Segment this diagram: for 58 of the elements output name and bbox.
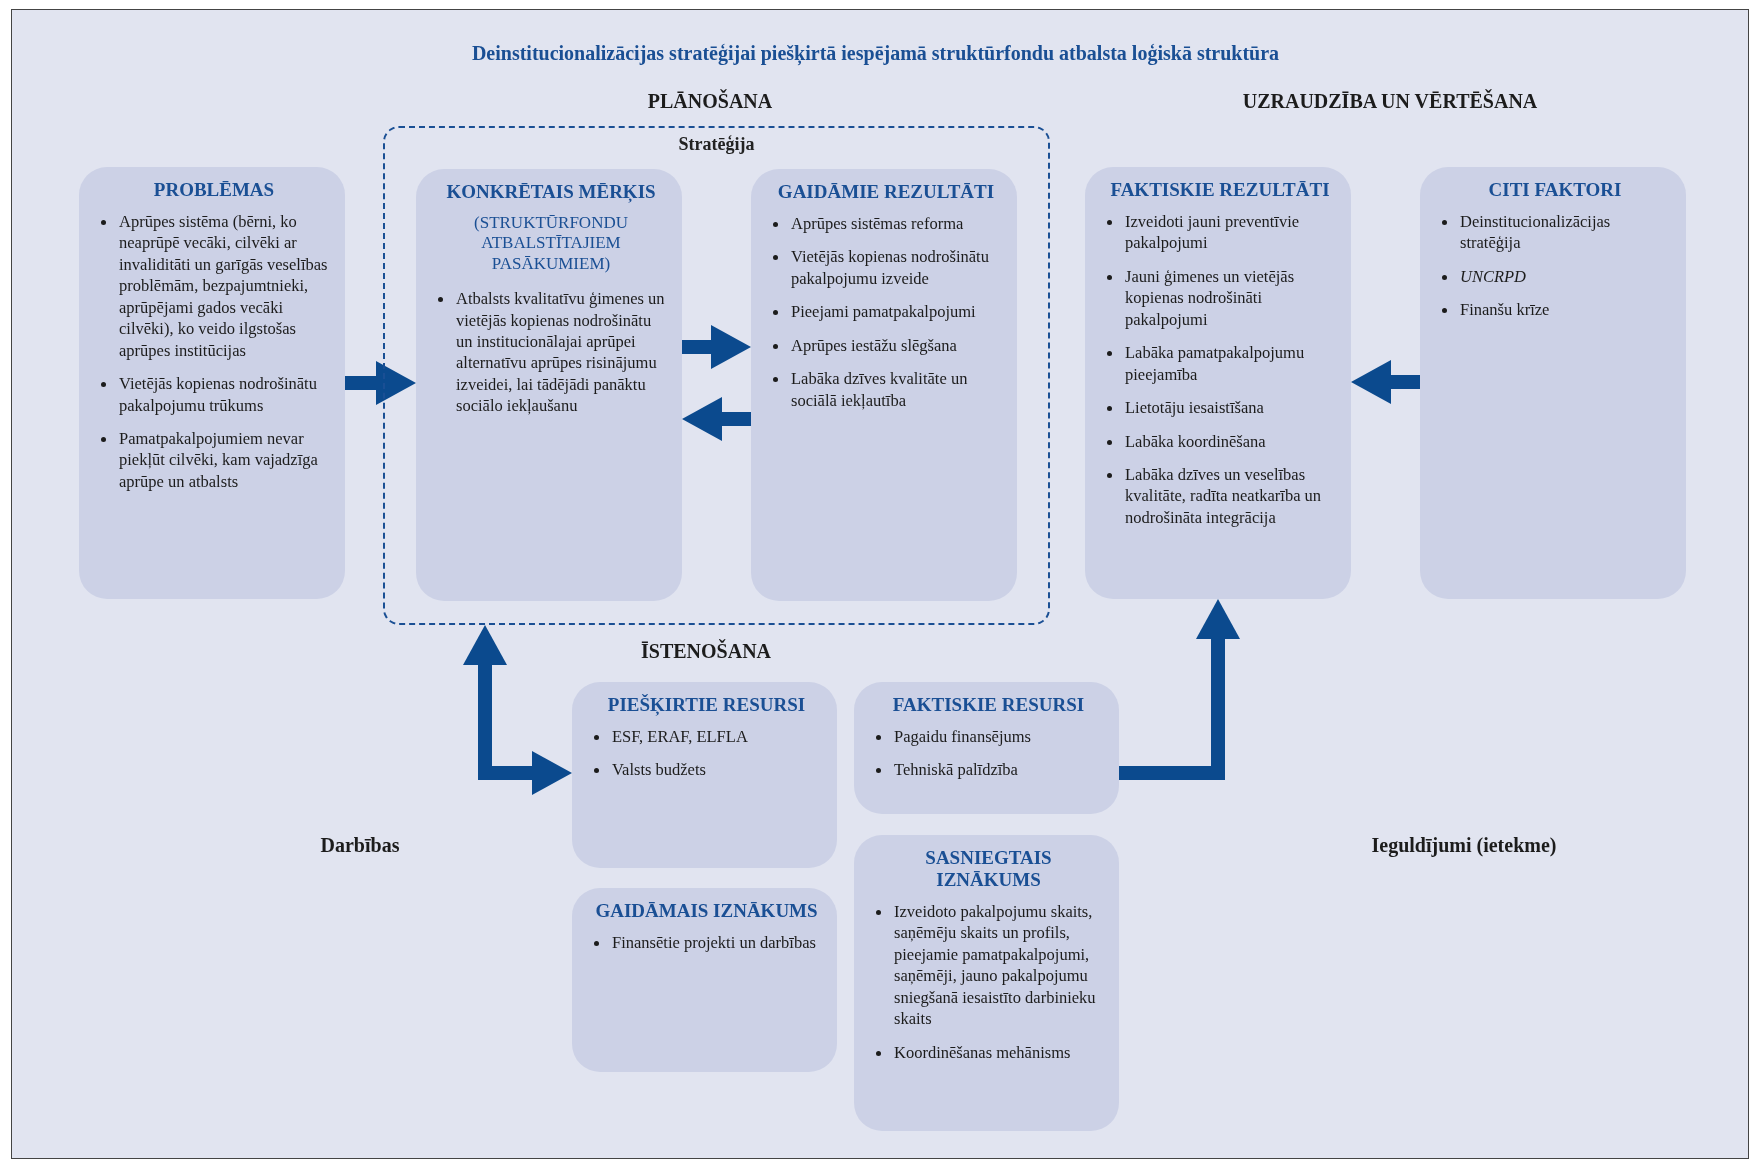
box-heading: FAKTISKIE REZULTĀTI [1109, 179, 1331, 201]
bullet-item: Deinstitucionalizācijas stratēģija [1438, 211, 1672, 254]
bullet-item: Finansētie projekti un darbības [590, 932, 823, 954]
bullet-item: Pamatpakalpojumiem nevar piekļūt cilvēki, kam vajadzīga aprūpe un atbalsts [97, 427, 331, 493]
bullet-item: Labāka koordinēšana [1103, 430, 1337, 452]
box-heading: KONKRĒTAIS MĒRĶIS [445, 181, 657, 203]
box-heading: CITI FAKTORI [1487, 179, 1623, 201]
section-label: Darbības [320, 834, 400, 857]
box-heading: GAIDĀMAIS IZNĀKUMS [594, 900, 819, 922]
box-heading: PROBLĒMAS [152, 179, 276, 201]
bullet-item: Finanšu krīze [1438, 299, 1672, 321]
bullet-item: Pagaidu finansējums [872, 726, 1105, 748]
bullet-item: Lietotāju iesaistīšana [1103, 397, 1337, 419]
rounded-box [751, 169, 1017, 601]
block-arrow [682, 325, 751, 369]
bullet-item: Jauni ģimenes un vietējās kopienas nodrošināti pakalpojumi [1103, 265, 1337, 331]
bullet-item: Aprūpes iestāžu slēgšana [769, 334, 1003, 357]
bullet-item: UNCRPD [1438, 265, 1672, 288]
block-arrow [345, 361, 416, 405]
block-arrow [1119, 599, 1240, 780]
box-subheading: (STRUKTŪRFONDU ATBALSTĪTAJIEM PASĀKUMIEM) [473, 213, 629, 275]
section-label: Ieguldījumi (ietekme) [1371, 834, 1557, 857]
bullet-item: Izveidoti jauni preventīvie pakalpojumi [1103, 211, 1337, 254]
box-heading: SASNIEGTAIS IZNĀKUMS [924, 847, 1053, 891]
bullet-item: ESF, ERAF, ELFLA [590, 726, 823, 748]
bullet-item: Atbalsts kvalitatīvu ģimenes un vietējās kopienas nodrošinātu un institucionālajai aprūpei alternatīvu aprūpes risinājumu izveidei, lai tādējādi panāktu sociālo iekļaušanu [434, 288, 668, 417]
bullet-item: Pieejami pamatpakalpojumi [769, 301, 1003, 323]
bullet-item: Vietējās kopienas nodrošinātu pakalpojumu izveide [769, 246, 1003, 290]
block-arrow [463, 625, 572, 795]
bullet-item: Valsts budžets [590, 759, 823, 781]
group-heading: Stratēģija [678, 134, 755, 155]
rounded-box [79, 167, 345, 599]
bullet-item: Koordinēšanas mehānisms [872, 1041, 1105, 1064]
bullet-item: Tehniskā palīdzība [872, 759, 1105, 781]
section-label: PLĀNOŠANA [647, 90, 773, 113]
box-heading: GAIDĀMIE REZULTĀTI [776, 181, 996, 203]
rounded-box [854, 682, 1119, 814]
bullet-item: Labāka dzīves kvalitāte un sociālā iekļautība [769, 368, 1003, 412]
bullet-item: Izveidoto pakalpojumu skaits, saņēmēju skaits un profils, pieejamie pamatpakalpojumi, saņēmēji, jauno pakalpojumu sniegšanā iesaistīto darbinieku skaits [872, 901, 1105, 1030]
bullet-item: Labāka pamatpakalpojumu pieejamība [1103, 342, 1337, 386]
dashed-group-frame [383, 126, 1050, 625]
rounded-box [1085, 167, 1351, 599]
section-label: ĪSTENOŠANA [641, 640, 771, 663]
rounded-box [572, 888, 837, 1072]
rounded-box [854, 835, 1119, 1131]
bullet-item: Labāka dzīves un veselības kvalitāte, radīta neatkarība un nodrošināta integrācija [1103, 463, 1337, 529]
block-arrow [1351, 360, 1420, 404]
section-label: UZRAUDZĪBA UN VĒRTĒŠANA [1242, 90, 1538, 113]
box-heading: PIEŠĶIRTIE RESURSI [606, 694, 807, 716]
block-arrow [682, 397, 751, 441]
box-heading: FAKTISKIE RESURSI [891, 694, 1086, 716]
rounded-box [1420, 167, 1686, 599]
bullet-item: Aprūpes sistēma (bērni, ko neaprūpē vecāki, cilvēki ar invaliditāti un garīgās veselības problēmām, bezpajumtnieki, aprūpējami gados vecāki cilvēki), ko veido ilgstošas aprūpes institūcijas [97, 211, 331, 362]
rounded-box [572, 682, 837, 868]
rounded-box [416, 169, 682, 601]
diagram-title: Deinstitucionalizācijas stratēģijai piešķirtā iespējamā struktūrfondu atbalsta loģiskā struktūra [470, 42, 1281, 65]
bullet-item: Vietējās kopienas nodrošinātu pakalpojumu trūkums [97, 373, 331, 416]
bullet-item: Aprūpes sistēmas reforma [769, 213, 1003, 235]
